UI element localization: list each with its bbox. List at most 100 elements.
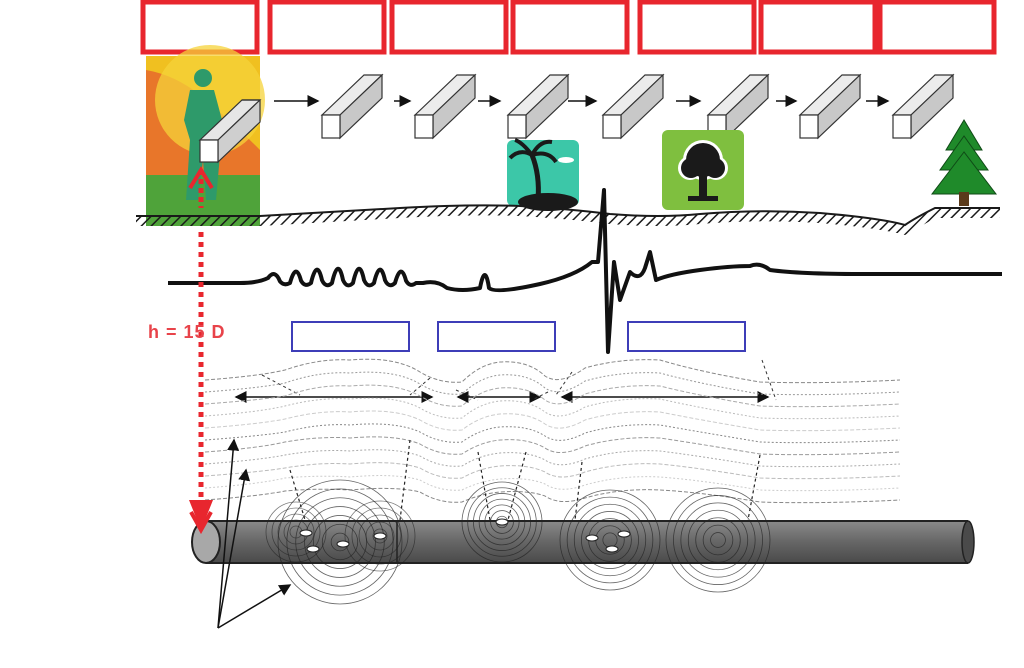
- ripple-ring: [680, 502, 756, 578]
- wave-cone-edge: [574, 461, 583, 521]
- ripple-ring: [710, 532, 726, 548]
- pipe-segment-icon: [601, 73, 665, 140]
- phase-box: [627, 321, 746, 352]
- pipe-segment-icon: [198, 99, 262, 164]
- soil-layer-line: [204, 371, 901, 396]
- ripple-ring: [467, 487, 537, 557]
- leak-ripple-source: [461, 481, 543, 563]
- header-box: [637, 0, 757, 55]
- ripple-ring: [351, 507, 409, 565]
- phase-boxes: [291, 321, 746, 352]
- depth-label: h = 15 D: [148, 322, 226, 342]
- palm-tree-icon: [507, 138, 579, 211]
- ripple-ring: [304, 506, 376, 578]
- depth-arrow: [188, 166, 214, 535]
- pipe-segment-icon: [706, 73, 770, 140]
- span-guide: [761, 359, 777, 401]
- header-box: [140, 0, 260, 55]
- pipe-segment-icon: [320, 73, 384, 140]
- soil-layer-line: [204, 423, 901, 444]
- span-guide: [531, 391, 549, 401]
- leak-point: [299, 529, 313, 537]
- leak-ripple-source: [265, 501, 327, 563]
- soil-layer-line: [204, 487, 901, 504]
- pipe-segment-icon: [798, 73, 862, 140]
- header-boxes: [140, 0, 997, 55]
- ripple-ring: [358, 514, 402, 558]
- pipe-segment-icon: [413, 73, 477, 140]
- header-box: [267, 0, 387, 55]
- soil-layer-line: [204, 462, 901, 480]
- ripple-ring: [484, 504, 520, 540]
- leak-point: [585, 534, 599, 542]
- ripple-ring: [277, 479, 403, 605]
- leak-ripple-source: [344, 500, 416, 572]
- soil-layer-lines: [204, 358, 901, 521]
- ripple-ring: [573, 503, 647, 577]
- pine-tree-icon: [930, 119, 998, 206]
- ripple-ring: [581, 511, 639, 569]
- ripple-ring: [687, 509, 749, 571]
- ripple-ring: [344, 500, 416, 572]
- leak-point: [605, 545, 619, 553]
- deciduous-tree-icon: [662, 130, 744, 210]
- ripple-ring: [277, 513, 315, 551]
- person-panel: [146, 45, 265, 226]
- span-guide: [409, 377, 431, 396]
- ripple-ring: [313, 515, 367, 569]
- leak-ripple-source: [665, 487, 771, 593]
- ripple-ring: [665, 487, 771, 593]
- ripple-ring: [559, 489, 661, 591]
- soil-layer-line: [204, 397, 901, 420]
- ripple-ring: [566, 496, 654, 584]
- pipe-segments: [320, 73, 955, 140]
- pipe-segment-icon: [891, 73, 955, 140]
- ripple-ring: [330, 532, 350, 552]
- span-guide: [261, 374, 301, 396]
- span-guide: [455, 389, 479, 401]
- leak-point: [306, 545, 320, 553]
- wave-cone-edge: [399, 439, 411, 521]
- leak-ripples: [265, 479, 771, 605]
- soil-layer-line: [204, 475, 901, 492]
- ripple-ring: [702, 524, 734, 556]
- span-arrows: [234, 359, 777, 403]
- wave-cone-edge: [507, 451, 527, 521]
- leak-point: [373, 532, 387, 540]
- pipe-segment-icon: [506, 73, 570, 140]
- leak-ripple-source: [559, 489, 661, 591]
- ripple-ring: [372, 528, 388, 544]
- phase-box: [291, 321, 410, 352]
- ripple-ring: [478, 498, 526, 546]
- header-box: [510, 0, 630, 55]
- leak-point: [495, 518, 509, 526]
- soil-layer-line: [204, 449, 901, 468]
- ripple-ring: [490, 510, 514, 534]
- ripple-ring: [673, 495, 763, 585]
- ripple-ring: [265, 501, 327, 563]
- wave-cone-edge: [747, 454, 761, 521]
- leak-point: [617, 530, 631, 538]
- header-box: [758, 0, 878, 55]
- ripple-ring: [286, 488, 394, 596]
- soil-layer-line: [204, 410, 901, 432]
- ripple-ring: [321, 523, 359, 561]
- soil-layer-line: [204, 384, 901, 408]
- acoustic-signal-trace: [168, 188, 1002, 354]
- leak-ripple-source: [277, 479, 403, 605]
- leader-lines: [217, 438, 292, 629]
- soil-layer-line: [204, 358, 901, 384]
- buried-pipe: [191, 520, 975, 564]
- soil-layer-line: [204, 436, 901, 456]
- ripple-ring: [271, 507, 321, 557]
- phase-box: [437, 321, 556, 352]
- span-guide: [555, 371, 573, 396]
- wave-cone-edge: [289, 469, 306, 521]
- ripple-ring: [473, 493, 531, 551]
- ripple-ring: [365, 521, 395, 551]
- ground-surface: [136, 204, 1000, 235]
- leak-point: [336, 540, 350, 548]
- header-box: [877, 0, 997, 55]
